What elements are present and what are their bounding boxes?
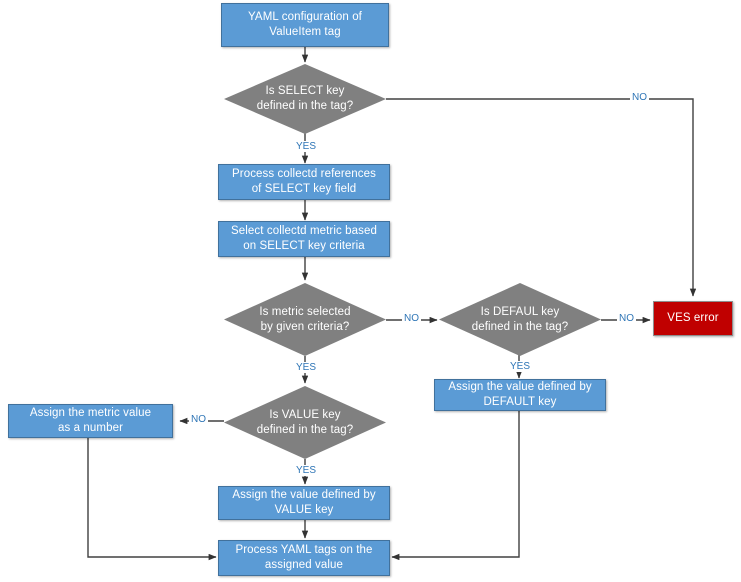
edge-label-default-key-yes: YES — [508, 361, 533, 372]
edge-assign-default-to-process-yaml — [391, 411, 520, 561]
edge-label-metric-selected-no: NO — [402, 313, 421, 324]
edge-assign-number-to-process-yaml — [87, 438, 217, 561]
node-start[interactable]: YAML configuration of ValueItem tag — [221, 3, 389, 47]
node-assign-value[interactable]: Assign the value defined by VALUE key — [218, 486, 390, 520]
node-value-key-label: Is VALUE key defined in the tag? — [256, 408, 354, 436]
node-start-label: YAML configuration of ValueItem tag — [248, 11, 362, 38]
node-metric-selected-label: Is metric selected by given criteria? — [259, 305, 351, 333]
node-select-metric[interactable]: Select collectd metric based on SELECT k… — [218, 221, 390, 257]
node-default-key-decision[interactable]: Is DEFAUL key defined in the tag? — [439, 283, 601, 356]
edge-label-select-key-yes: YES — [294, 141, 319, 152]
node-assign-default-label: Assign the value defined by DEFAULT key — [448, 381, 592, 408]
node-value-key-decision[interactable]: Is VALUE key defined in the tag? — [224, 386, 386, 459]
node-default-key-label: Is DEFAUL key defined in the tag? — [471, 305, 569, 333]
node-ves-error-label: VES error — [667, 312, 719, 324]
edge-label-value-key-yes: YES — [294, 465, 319, 476]
node-assign-metric-number-label: Assign the metric value as a number — [29, 407, 152, 434]
edge-label-select-key-no: NO — [630, 92, 649, 103]
node-select-key-label: Is SELECT key defined in the tag? — [256, 85, 354, 112]
node-select-metric-label: Select collectd metric based on SELECT k… — [231, 225, 377, 252]
edge-label-default-key-no: NO — [617, 313, 636, 324]
node-select-key-decision[interactable]: Is SELECT key defined in the tag? — [224, 64, 386, 134]
node-assign-metric-number[interactable]: Assign the metric value as a number — [8, 404, 173, 438]
node-process-yaml-tags[interactable]: Process YAML tags on the assigned value — [218, 540, 390, 576]
edge-label-value-key-no: NO — [189, 414, 208, 425]
node-ves-error[interactable]: VES error — [653, 301, 733, 336]
node-process-references-label: Process collectd references of SELECT ke… — [232, 168, 376, 195]
edge-select-key-no-to-ves-error — [386, 98, 697, 297]
node-metric-selected-decision[interactable]: Is metric selected by given criteria? — [224, 283, 386, 356]
node-process-yaml-tags-label: Process YAML tags on the assigned value — [235, 544, 373, 571]
node-process-references[interactable]: Process collectd references of SELECT ke… — [218, 164, 390, 200]
edge-label-metric-selected-yes: YES — [294, 362, 319, 373]
node-assign-value-label: Assign the value defined by VALUE key — [232, 489, 376, 516]
node-assign-default[interactable]: Assign the value defined by DEFAULT key — [434, 379, 606, 411]
